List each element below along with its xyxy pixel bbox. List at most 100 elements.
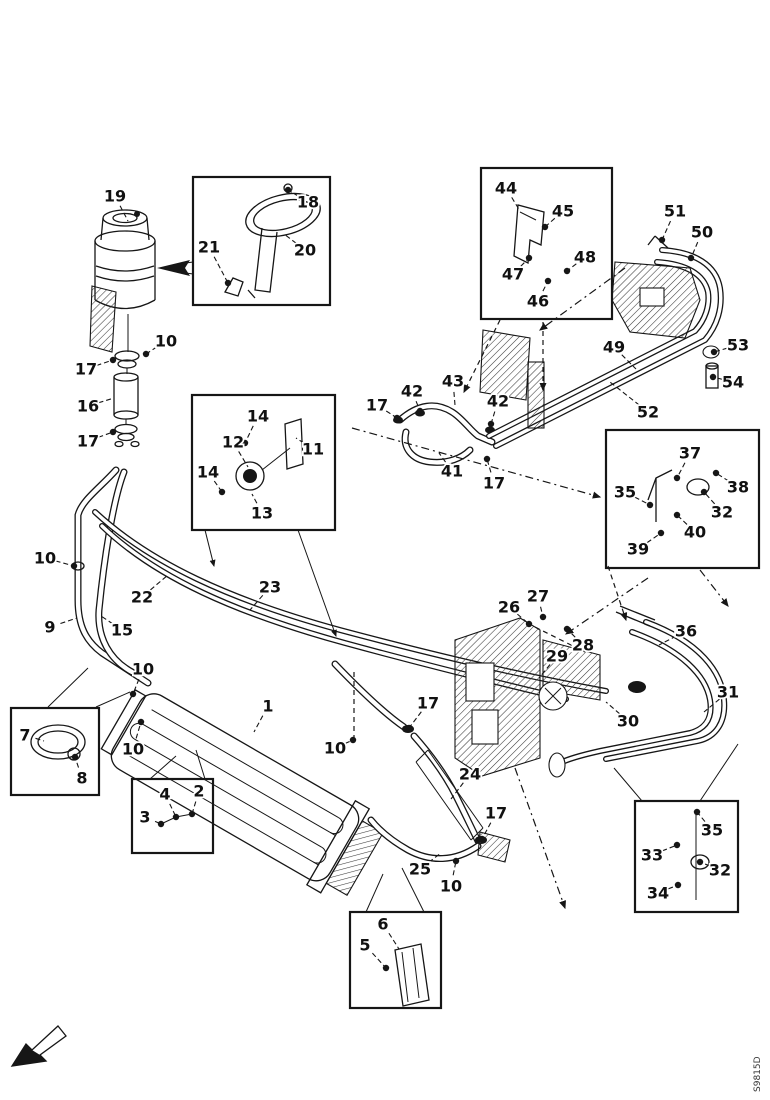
callout-10: 10 (324, 739, 346, 758)
detail-box-bracket-bottom (348, 867, 443, 1010)
leader-line (238, 451, 249, 468)
hardware-dot (673, 841, 681, 849)
hardware-dot (405, 724, 413, 732)
leader-line (690, 241, 699, 259)
callout-5: 5 (359, 936, 370, 955)
callout-10: 10 (132, 660, 154, 679)
leader-line (481, 822, 492, 840)
callout-20: 20 (294, 241, 316, 260)
leader-line (150, 574, 169, 591)
hardware-dot (563, 625, 571, 633)
callout-28: 28 (572, 636, 594, 655)
callout-26: 26 (498, 598, 520, 617)
callout-9: 9 (44, 618, 55, 637)
callout-17: 17 (75, 360, 97, 379)
leader-line (253, 715, 264, 733)
hardware-dot (284, 186, 292, 194)
callout-49: 49 (603, 338, 625, 357)
hardware-dot (109, 356, 117, 364)
callout-13: 13 (251, 504, 273, 523)
callout-45: 45 (552, 202, 574, 221)
hardware-dot (382, 964, 390, 972)
leader-line (634, 496, 651, 506)
leader-line (244, 425, 254, 444)
hardware-dot (700, 488, 708, 496)
callout-48: 48 (574, 248, 596, 267)
hardware-dot (673, 474, 681, 482)
leader-line (658, 635, 677, 646)
callout-27: 27 (527, 587, 549, 606)
callout-52: 52 (637, 403, 659, 422)
hardware-dot (188, 810, 196, 818)
callout-25: 25 (409, 860, 431, 879)
hardware-dot (673, 511, 681, 519)
leader-line (662, 844, 678, 852)
callout-1: 1 (262, 697, 273, 716)
callout-34: 34 (647, 884, 669, 903)
hardware-dot (483, 455, 491, 463)
leader-line (621, 354, 637, 370)
callout-6: 6 (377, 915, 388, 934)
hardware-dot (224, 279, 232, 287)
leader-line (538, 664, 551, 679)
leader-line (661, 220, 672, 241)
detail-box-bolts-lower-right (613, 743, 740, 914)
hardware-dot (658, 236, 666, 244)
callout-42: 42 (487, 392, 509, 411)
leader-line (100, 615, 114, 625)
detail-box-bolts-lower-left (130, 749, 215, 855)
leader-line (676, 462, 686, 479)
hardware-dot (71, 753, 79, 761)
callout-33: 33 (641, 846, 663, 865)
hardware-dot (137, 718, 145, 726)
hardware-dot (157, 820, 165, 828)
callout-37: 37 (679, 444, 701, 463)
hardware-dot (525, 254, 533, 262)
leader-line (511, 197, 521, 212)
leader-line (295, 437, 305, 444)
callout-30: 30 (617, 712, 639, 731)
hardware-dot (109, 428, 117, 436)
callout-39: 39 (627, 540, 649, 559)
leader-line (213, 256, 229, 284)
hardware-dot (539, 613, 547, 621)
upper-right-pipes (486, 235, 724, 449)
leader-line (609, 381, 640, 406)
hardware-dot (687, 254, 695, 262)
leader-line (249, 594, 264, 611)
hardware-dot (674, 881, 682, 889)
leader-line (408, 711, 422, 729)
leader-line (251, 493, 258, 504)
construction-lines (204, 267, 729, 910)
callout-14: 14 (197, 463, 219, 482)
leader-line (60, 617, 78, 625)
hardware-dot (241, 439, 249, 447)
callout-29: 29 (546, 647, 568, 666)
leader-line (55, 560, 75, 567)
callout-18: 18 (297, 193, 319, 212)
leader-line (96, 359, 114, 367)
hardware-dot (416, 407, 424, 415)
callout-23: 23 (259, 578, 281, 597)
reservoir-assembly (89, 209, 156, 353)
callout-22: 22 (131, 588, 153, 607)
leader-line (35, 737, 45, 742)
callout-36: 36 (675, 622, 697, 641)
hardware-dot (393, 414, 401, 422)
callout-54: 54 (722, 373, 744, 392)
hardware-dot (710, 348, 718, 356)
leader-line (372, 952, 387, 969)
leader-line (438, 452, 447, 463)
hardware-dot (563, 267, 571, 275)
cooler-hoses (331, 660, 487, 863)
oil-cooler (100, 689, 384, 897)
callout-10: 10 (122, 740, 144, 759)
hardware-dot (452, 857, 460, 865)
hardware-dot (70, 562, 78, 570)
callout-53: 53 (727, 336, 749, 355)
hardware-dot (349, 736, 357, 744)
callout-32: 32 (709, 861, 731, 880)
hardware-dot (129, 690, 137, 698)
engine-block (479, 261, 701, 429)
